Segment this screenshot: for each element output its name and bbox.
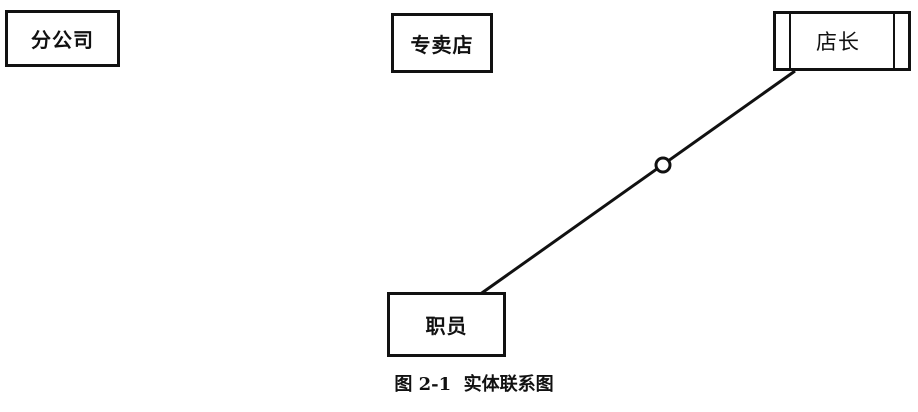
entity-label: 分公司 (31, 28, 94, 52)
figure-caption: 图 2-1 实体联系图 (394, 374, 554, 395)
entity-label: 专卖店 (410, 32, 474, 57)
subtype-left-bar (789, 14, 791, 68)
optional-cardinality-marker (654, 156, 672, 174)
entity-label: 店长 (816, 30, 860, 54)
relationship-line-dianzhang-zhiyuan[interactable] (478, 69, 796, 297)
subtype-right-bar (893, 14, 895, 68)
entity-label: 职员 (425, 314, 468, 338)
entity-staff[interactable]: 职员 (387, 292, 506, 357)
entity-store[interactable]: 专卖店 (391, 13, 493, 73)
entity-branch-company[interactable]: 分公司 (5, 10, 120, 67)
entity-store-manager[interactable]: 店长 (773, 11, 911, 71)
